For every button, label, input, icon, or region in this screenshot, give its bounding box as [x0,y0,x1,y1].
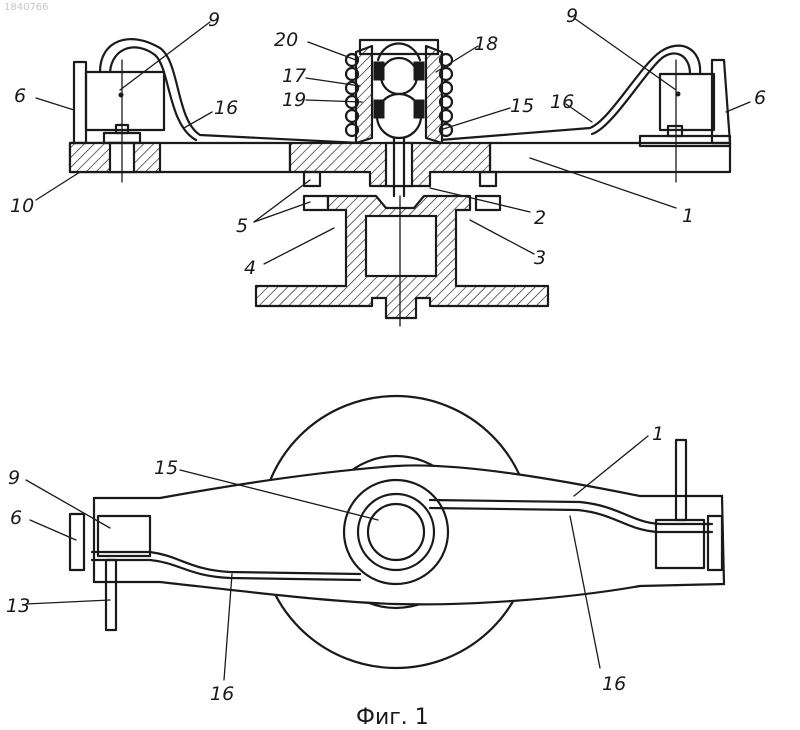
label-16-bottom-right: 16 [602,673,626,695]
label-6-left: 6 [14,85,26,107]
label-15-bottom: 15 [154,457,178,479]
arm-lever-right [490,143,730,172]
plan-left-plate-6 [70,514,84,570]
label-6-bottom: 6 [10,507,22,529]
label-16-bottom-left: 16 [210,683,234,705]
label-20: 20 [274,29,298,51]
ball-upper [381,58,417,94]
label-16-top-right: 16 [550,91,574,113]
label-9-bottom: 9 [8,467,20,489]
watermark-text: 1840766 [4,2,49,13]
label-1-top: 1 [682,205,694,227]
arm-plan [94,465,724,604]
hub-bore [386,143,412,186]
bearing-5-right-upper [480,172,496,186]
label-5: 5 [236,215,248,237]
label-13: 13 [6,595,30,617]
label-17: 17 [282,65,306,87]
bearing-5-right-lower [476,196,500,210]
label-18: 18 [474,33,498,55]
plan-view [70,396,724,668]
base-cavity [366,216,436,276]
label-3: 3 [534,247,546,269]
label-6-right: 6 [754,87,766,109]
label-9-left: 9 [208,9,220,31]
magnet-left-lower [374,100,384,118]
label-9-right: 9 [566,5,578,27]
label-19: 19 [282,89,306,111]
label-4: 4 [244,257,256,279]
label-16-top-left: 16 [214,97,238,119]
right-coil-9 [660,74,714,130]
label-15-top: 15 [510,95,534,117]
magnet-right-upper [414,62,424,80]
label-10: 10 [10,195,34,217]
left-coil-9 [86,72,164,130]
figure-caption: Фиг. 1 [356,705,429,730]
label-2: 2 [534,207,546,229]
left-coil-dot [119,93,123,97]
bearing-5-left-upper [304,172,320,186]
magnet-left-upper [374,62,384,80]
section-view [70,39,730,326]
label-1-bottom: 1 [652,423,664,445]
right-end-block [640,136,730,146]
right-coil-dot [676,92,680,96]
left-plate-6 [74,62,86,143]
magnet-right-lower [414,100,424,118]
wire-16-left [100,39,360,143]
